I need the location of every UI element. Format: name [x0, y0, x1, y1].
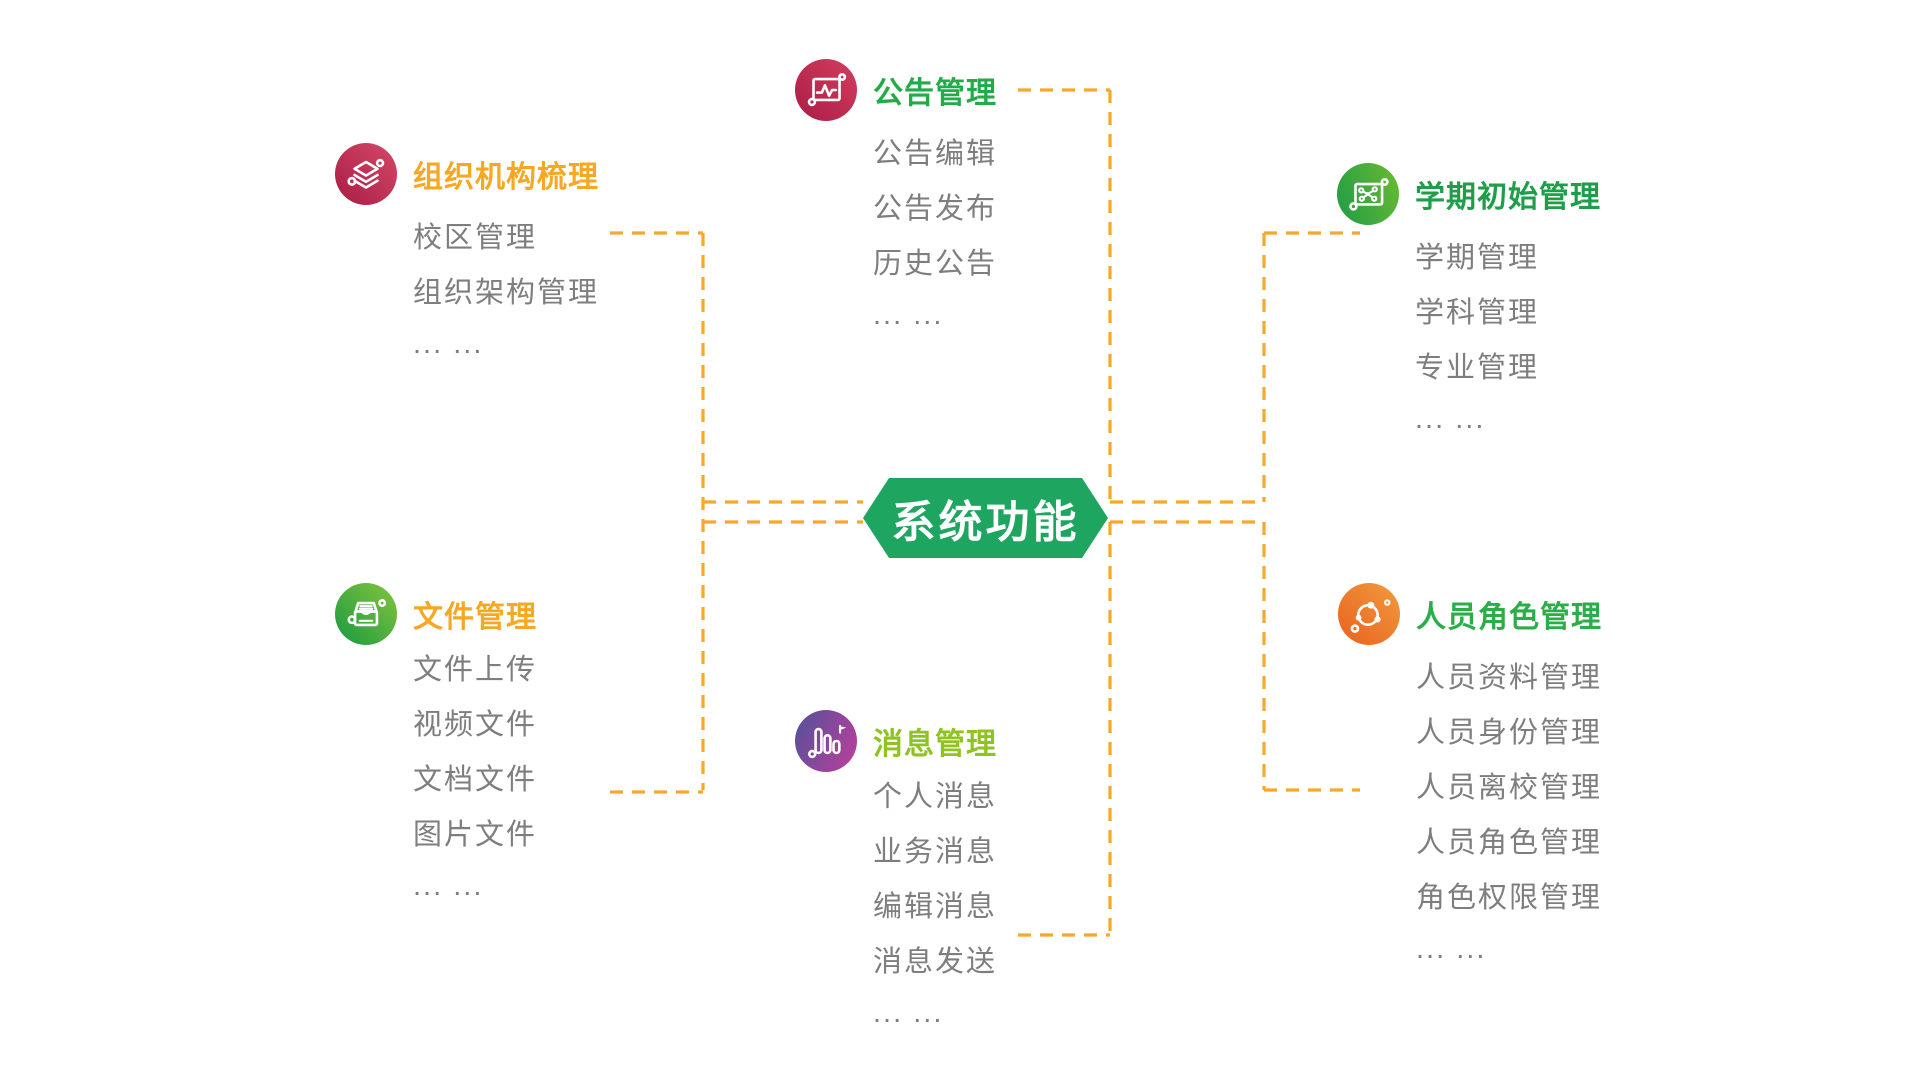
branch-title: 学期初始管理 [1415, 181, 1601, 214]
branch-item: 学科管理 [1415, 296, 1540, 329]
archive-box-icon [335, 583, 397, 645]
pulse-chart-icon [795, 59, 857, 121]
branch-item-list: 学期管理 学科管理 专业管理 ... ... [1415, 227, 1601, 447]
branch-item: 人员角色管理 [1416, 826, 1603, 859]
branch-item: 专业管理 [1415, 351, 1540, 384]
branch-header: 公告管理 [795, 59, 997, 121]
branch-item: 视频文件 [413, 708, 538, 741]
branch-message-management: 消息管理 个人消息 业务消息 编辑消息 消息发送 ... ... [795, 710, 997, 1041]
branch-item: 业务消息 [873, 835, 998, 868]
branch-item: 人员离校管理 [1416, 771, 1603, 804]
branch-item: 人员资料管理 [1416, 661, 1603, 694]
branch-header: 消息管理 [795, 710, 997, 772]
branch-item-ellipsis: ... ... [413, 328, 484, 360]
branch-item: 文件上传 [413, 653, 538, 686]
branch-item: 图片文件 [413, 818, 538, 851]
branch-title: 人员角色管理 [1416, 601, 1602, 634]
branch-announcement: 公告管理 公告编辑 公告发布 历史公告 ... ... [795, 59, 997, 343]
branch-item: 公告发布 [873, 192, 998, 225]
branch-title: 公告管理 [873, 77, 997, 110]
branch-item: 学期管理 [1415, 241, 1540, 274]
layers-icon [335, 143, 397, 205]
branch-item: 编辑消息 [873, 890, 998, 923]
branch-item-list: 公告编辑 公告发布 历史公告 ... ... [873, 123, 997, 343]
branch-item-list: 校区管理 组织架构管理 ... ... [413, 207, 599, 372]
branch-item-ellipsis: ... ... [413, 870, 484, 902]
branch-org-structure: 组织机构梳理 校区管理 组织架构管理 ... ... [335, 143, 599, 372]
branch-header: 人员角色管理 [1338, 583, 1602, 645]
branch-header: 学期初始管理 [1337, 163, 1601, 225]
branch-title: 消息管理 [873, 728, 997, 761]
center-node-label: 系统功能 [891, 498, 1080, 547]
branch-personnel-roles: 人员角色管理 人员资料管理 人员身份管理 人员离校管理 人员角色管理 角色权限管… [1338, 583, 1602, 977]
share-nodes-icon [1338, 583, 1400, 645]
branch-header: 组织机构梳理 [335, 143, 599, 205]
bar-chart-icon [795, 710, 857, 772]
branch-item-ellipsis: ... ... [1416, 933, 1487, 965]
branch-item-ellipsis: ... ... [873, 299, 944, 331]
branch-item: 校区管理 [413, 221, 538, 254]
branch-item-ellipsis: ... ... [873, 997, 944, 1029]
branch-item: 消息发送 [873, 945, 998, 978]
branch-item: 组织架构管理 [413, 276, 600, 309]
branch-item: 历史公告 [873, 247, 998, 280]
branch-item-list: 文件上传 视频文件 文档文件 图片文件 ... ... [413, 639, 537, 914]
branch-item: 公告编辑 [873, 137, 998, 170]
branch-header: 文件管理 [335, 583, 537, 645]
branch-item-list: 个人消息 业务消息 编辑消息 消息发送 ... ... [873, 766, 997, 1041]
branch-item: 角色权限管理 [1416, 881, 1603, 914]
network-nodes-icon [1337, 163, 1399, 225]
branch-item: 个人消息 [873, 780, 998, 813]
branch-title: 文件管理 [413, 601, 537, 634]
branch-file-management: 文件管理 文件上传 视频文件 文档文件 图片文件 ... ... [335, 583, 537, 914]
branch-semester-init: 学期初始管理 学期管理 学科管理 专业管理 ... ... [1337, 163, 1601, 447]
branch-item-ellipsis: ... ... [1415, 403, 1486, 435]
branch-title: 组织机构梳理 [413, 161, 599, 194]
branch-item-list: 人员资料管理 人员身份管理 人员离校管理 人员角色管理 角色权限管理 ... .… [1416, 647, 1602, 977]
center-node-hexagon: 系统功能 [863, 478, 1108, 558]
branch-item: 文档文件 [413, 763, 538, 796]
branch-item: 人员身份管理 [1416, 716, 1603, 749]
